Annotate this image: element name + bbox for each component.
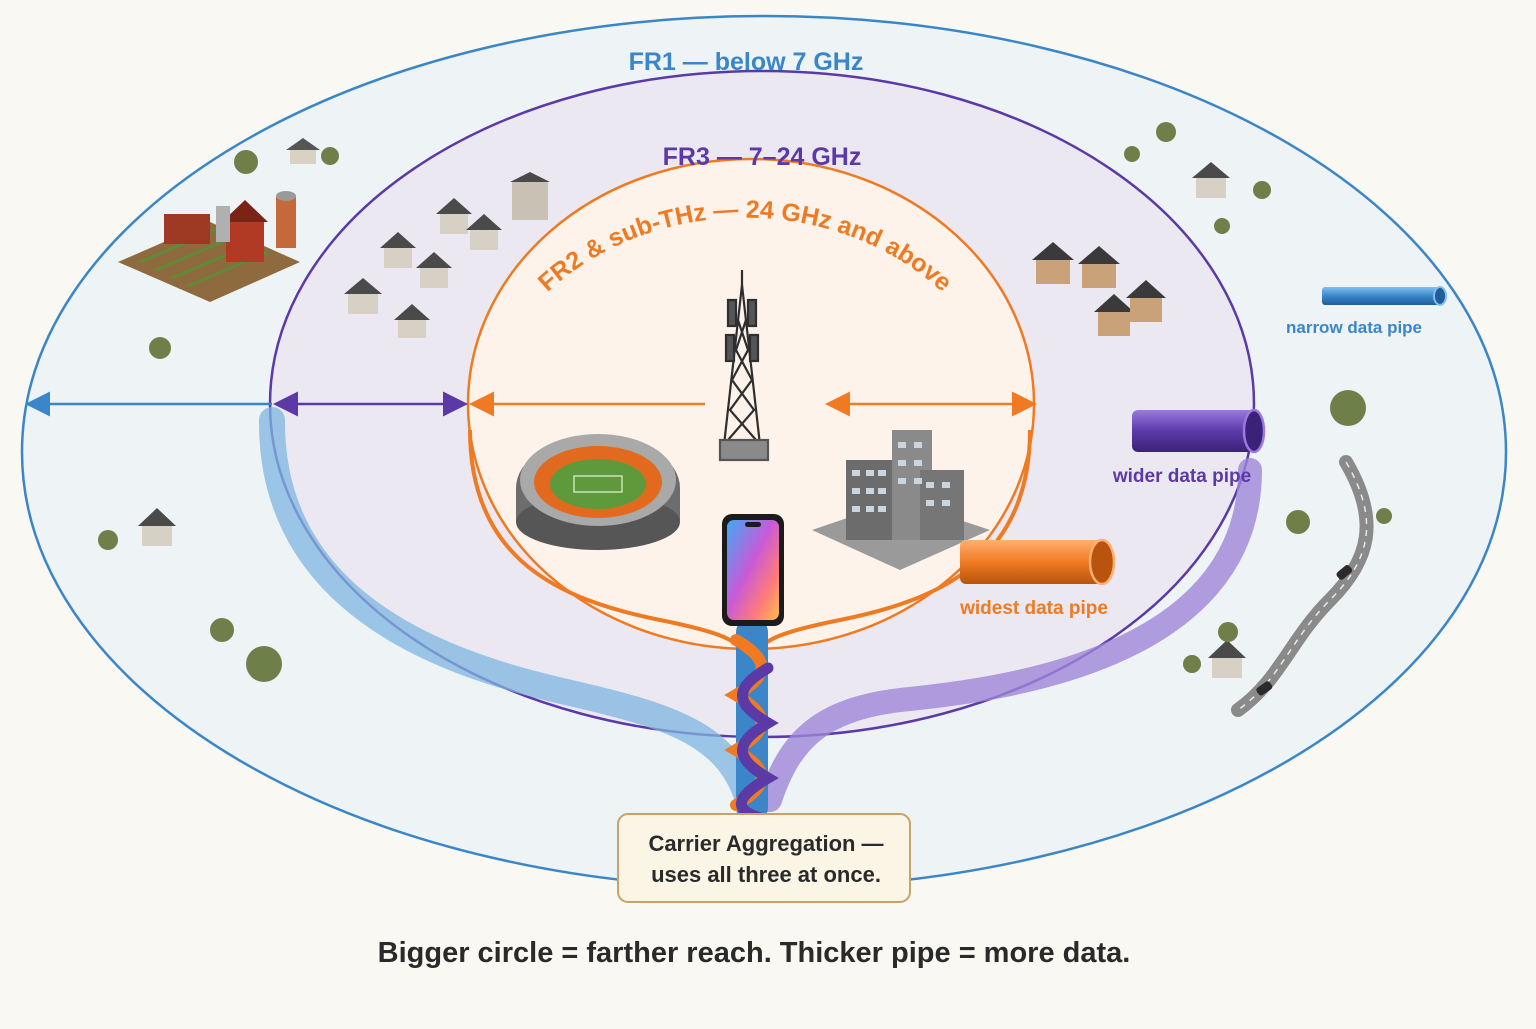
widest-pipe-icon <box>960 538 1116 586</box>
house-icon <box>394 304 430 338</box>
car-icon <box>1256 681 1273 696</box>
carrier-aggregation-callout: Carrier Aggregation — uses all three at … <box>617 813 911 903</box>
narrow-pipe-label: narrow data pipe <box>1286 318 1422 337</box>
tree-icon <box>98 122 1392 682</box>
house-icon <box>286 138 320 164</box>
house-icon <box>138 508 176 546</box>
farm-icon <box>118 191 300 302</box>
house-icon <box>436 198 472 234</box>
aggregated-cable <box>724 620 779 824</box>
caption: Bigger circle = farther reach. Thicker p… <box>378 937 1131 969</box>
house-icon <box>510 172 550 220</box>
house-icon <box>1208 640 1246 678</box>
narrow-pipe-icon <box>1322 286 1447 306</box>
stadium-icon <box>516 434 680 550</box>
house-icon <box>1192 162 1230 198</box>
house-icon <box>466 214 502 250</box>
house-icon <box>1078 246 1120 288</box>
cell-tower-icon <box>718 270 770 462</box>
house-icon <box>1094 294 1134 336</box>
office-buildings-icon <box>812 430 990 570</box>
wider-pipe-label: wider data pipe <box>1112 466 1251 487</box>
fr2-stream-left <box>468 429 752 661</box>
fr2-stream-right <box>750 429 1032 661</box>
house-icon <box>1032 242 1074 284</box>
callout-line-2: uses all three at once. <box>651 862 881 887</box>
fr3-label: FR3 — 7–24 GHz <box>663 143 862 171</box>
car-icon <box>1336 565 1353 580</box>
road-centerline <box>1237 461 1368 711</box>
house-icon <box>1126 280 1166 322</box>
fr3-stream <box>758 458 1262 812</box>
fr1-label: FR1 — below 7 GHz <box>629 48 864 76</box>
fr1-stream <box>258 407 761 813</box>
house-icon <box>416 252 452 288</box>
house-icon <box>380 232 416 268</box>
callout-line-1: Carrier Aggregation — <box>648 831 883 856</box>
wider-pipe-icon <box>1132 408 1266 454</box>
smartphone-icon <box>722 514 784 626</box>
house-icon <box>344 278 382 314</box>
widest-pipe-label: widest data pipe <box>959 598 1108 619</box>
